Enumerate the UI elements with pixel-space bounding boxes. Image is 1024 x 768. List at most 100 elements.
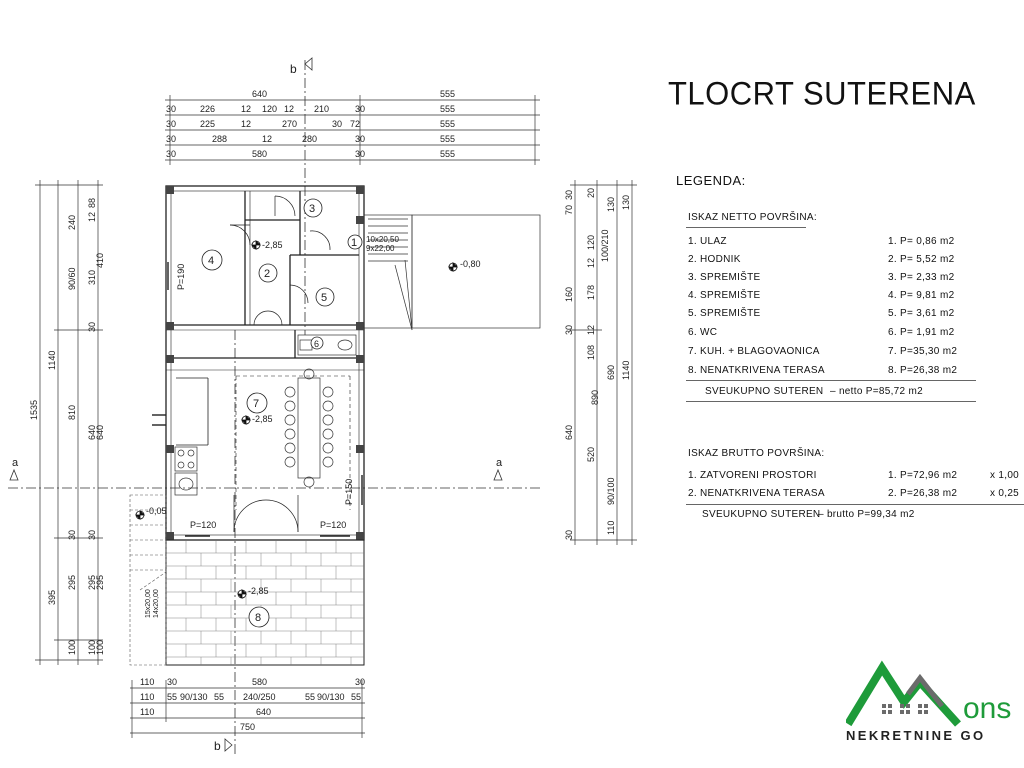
dim-top: 280 <box>302 134 317 144</box>
room-number: 3 <box>309 203 315 215</box>
level-mark: -0,80 <box>460 259 481 269</box>
dim-bottom: 90/130 <box>317 692 345 702</box>
divider <box>686 227 806 228</box>
netto-room-name: 6. WC <box>688 327 718 338</box>
logo-brand: ons <box>963 692 1012 725</box>
dim-left: 240 <box>67 215 77 230</box>
dim-bottom: 55 <box>351 692 361 702</box>
stair-label: 15x20,00 <box>145 589 152 618</box>
stairs-side <box>129 494 167 666</box>
dim-left: 310 <box>87 270 97 285</box>
room-number: 2 <box>264 268 270 280</box>
window-label: P=150 <box>344 479 354 505</box>
dim-top: 555 <box>440 104 455 114</box>
dim-top: 225 <box>200 119 215 129</box>
netto-room-area: 1. P= 0,86 m2 <box>888 236 955 247</box>
dim-top: 30 <box>166 149 176 159</box>
section-label-b: b <box>214 739 221 753</box>
dim-top: 12 <box>241 104 251 114</box>
dim-bottom: 110 <box>140 707 154 717</box>
brutto-total-label: SVEUKUPNO SUTEREN <box>702 509 821 520</box>
brutto-room-name: 1. ZATVORENI PROSTORI <box>688 470 817 481</box>
dim-left: 410 <box>95 253 105 268</box>
divider <box>686 380 976 381</box>
section-label-a: a <box>496 457 503 469</box>
floor-plan: 640 555 30 226 12 120 12 210 30 555 30 2… <box>8 57 637 755</box>
divider <box>686 504 1024 505</box>
dim-top: 288 <box>212 134 227 144</box>
brutto-room-area: 2. P=26,38 m2 <box>888 488 958 499</box>
netto-room-area: 6. P= 1,91 m2 <box>888 327 955 338</box>
dim-left: 395 <box>47 590 57 605</box>
dim-top: 72 <box>350 119 360 129</box>
room-number-circles <box>201 198 363 628</box>
dim-left: 100 <box>67 640 77 655</box>
dimension-lines-bottom <box>130 680 365 738</box>
brutto-room-factor: x 0,25 <box>990 488 1020 499</box>
section-label-b: b <box>290 62 297 76</box>
room-number: 6 <box>314 339 319 349</box>
brutto-room-area: 1. P=72,96 m2 <box>888 470 958 481</box>
section-marker-b-top <box>304 57 313 335</box>
terrace <box>165 539 365 666</box>
dim-left: 100 <box>95 640 105 655</box>
dim-bottom: 240/250 <box>243 692 276 702</box>
dim-bottom: 55 <box>305 692 315 702</box>
netto-room-name: 1. ULAZ <box>688 236 727 247</box>
company-logo <box>846 660 961 727</box>
netto-room-area: 3. P= 2,33 m2 <box>888 272 955 283</box>
dim-right: 640 <box>564 425 574 440</box>
level-mark: -2,85 <box>262 240 283 250</box>
dim-right: 90/100 <box>606 477 616 505</box>
dim-right: 520 <box>586 447 596 462</box>
stair-label: 9x22,00 <box>366 244 395 253</box>
netto-heading: ISKAZ NETTO POVRŠINA: <box>688 212 817 223</box>
dim-left: 30 <box>87 322 97 332</box>
dim-top: 555 <box>440 149 455 159</box>
dim-left: 30 <box>67 530 77 540</box>
dim-top: 120 <box>262 104 277 114</box>
stair-labels: 10x20,50 9x22,00 15x20,00 14x20,00 <box>145 235 399 618</box>
dim-right: 30 <box>564 325 574 335</box>
dim-left: 1535 <box>29 400 39 420</box>
room-numbers: 1 2 3 4 5 6 7 8 <box>208 203 357 624</box>
dim-bottom: 580 <box>252 677 267 687</box>
dim-right: 130 <box>606 197 616 212</box>
doors <box>229 195 331 533</box>
netto-total-value: – netto P=85,72 m2 <box>830 386 923 397</box>
dim-top: 580 <box>252 149 267 159</box>
dim-right: 890 <box>590 390 600 405</box>
legend-title: LEGENDA: <box>676 173 746 188</box>
dim-top: 30 <box>166 104 176 114</box>
dim-top: 30 <box>166 134 176 144</box>
dim-top: 30 <box>355 149 365 159</box>
kitchen-units <box>174 446 198 496</box>
level-marks: -2,85 -0,80 -2,85 -0,05 -2,85 <box>146 240 481 596</box>
brutto-heading: ISKAZ BRUTTO POVRŠINA: <box>688 448 825 459</box>
wc-fixtures <box>297 334 357 356</box>
dimension-lines-top <box>165 95 540 165</box>
dim-left: 295 <box>95 575 105 590</box>
level-mark: -2,85 <box>252 414 273 424</box>
level-mark: -0,05 <box>146 506 167 516</box>
window-grid-icon <box>882 704 928 714</box>
dim-right: 130 <box>621 195 631 210</box>
dim-left: 295 <box>87 575 97 590</box>
dim-top: 12 <box>241 119 251 129</box>
dim-right: 108 <box>586 345 596 360</box>
dim-top: 640 <box>252 89 267 99</box>
dimension-texts-right: 1140 690 890 520 640 130 120 12 178 160 … <box>564 188 631 540</box>
dining-table <box>284 368 334 488</box>
dim-bottom: 110 <box>140 692 154 702</box>
dim-left: 810 <box>67 405 77 420</box>
dim-right: 1140 <box>621 361 631 380</box>
dim-left: 88 <box>87 198 97 208</box>
dim-right: 30 <box>564 190 574 200</box>
stairs-entrance <box>363 214 541 331</box>
netto-room-area: 5. P= 3,61 m2 <box>888 308 955 319</box>
dim-right: 120 <box>586 235 596 250</box>
room-number: 4 <box>208 255 214 267</box>
dim-bottom: 750 <box>240 722 255 732</box>
stair-label: 14x20,00 <box>153 589 160 618</box>
dimension-lines-left <box>35 180 103 665</box>
